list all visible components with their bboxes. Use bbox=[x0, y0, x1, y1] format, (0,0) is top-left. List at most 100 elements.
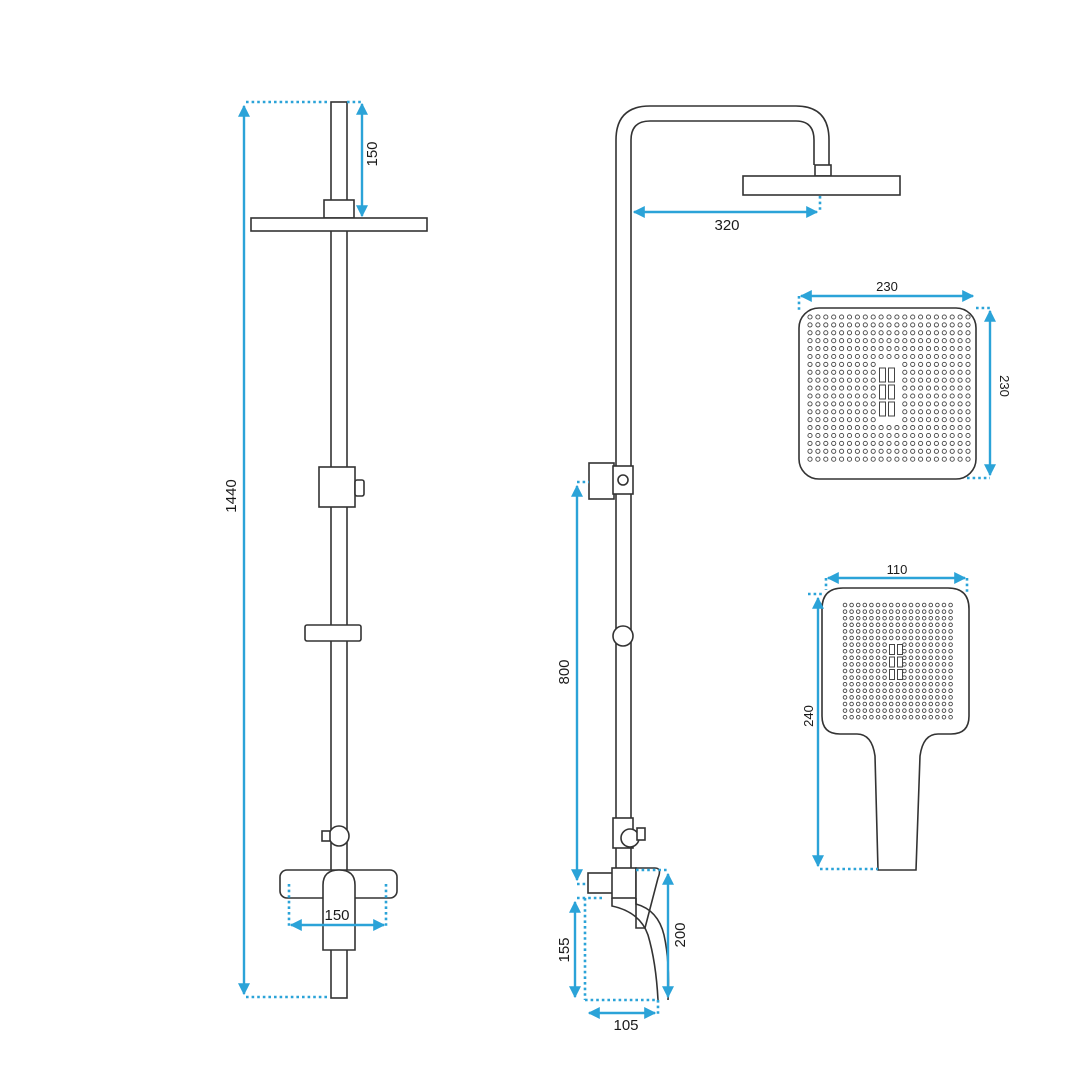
nozzle-hole bbox=[908, 648, 914, 654]
nozzle-hole bbox=[875, 635, 881, 641]
nozzle-hole bbox=[862, 609, 868, 614]
nozzle-hole bbox=[815, 393, 821, 399]
nozzle-hole bbox=[957, 417, 963, 423]
nozzle-hole bbox=[846, 393, 853, 399]
nozzle-hole bbox=[918, 385, 924, 391]
nozzle-hole bbox=[902, 425, 908, 431]
nozzle-hole bbox=[902, 635, 907, 641]
nozzle-hole bbox=[875, 655, 881, 661]
nozzle-hole bbox=[957, 425, 963, 431]
nozzle-hole bbox=[842, 695, 848, 700]
nozzle-hole bbox=[888, 695, 894, 700]
nozzle-hole bbox=[888, 609, 894, 614]
nozzle-hole bbox=[862, 377, 868, 383]
nozzle-slot bbox=[879, 367, 886, 383]
nozzle-hole bbox=[957, 393, 963, 399]
nozzle-hole bbox=[855, 681, 861, 687]
nozzle-hole bbox=[908, 602, 914, 608]
nozzle-hole bbox=[854, 432, 860, 439]
front-soap-dish bbox=[304, 624, 362, 642]
nozzle-hole bbox=[849, 668, 854, 674]
nozzle-hole bbox=[839, 448, 845, 454]
nozzle-hole bbox=[846, 314, 853, 320]
nozzle-hole bbox=[831, 432, 837, 439]
nozzle-hole bbox=[870, 314, 876, 320]
nozzle-hole bbox=[902, 681, 907, 687]
nozzle-hole bbox=[935, 609, 940, 614]
nozzle-hole bbox=[948, 662, 953, 667]
nozzle-hole bbox=[823, 322, 829, 328]
nozzle-hole bbox=[957, 338, 963, 344]
nozzle-hole bbox=[849, 609, 854, 614]
nozzle-hole bbox=[842, 655, 848, 661]
nozzle-hole bbox=[855, 668, 861, 674]
nozzle-hole bbox=[839, 393, 845, 399]
nozzle-hole bbox=[875, 695, 881, 700]
nozzle-hole bbox=[870, 369, 876, 375]
nozzle-slot bbox=[897, 656, 903, 668]
nozzle-slot bbox=[879, 384, 886, 400]
nozzle-hole bbox=[928, 635, 934, 641]
nozzle-hole bbox=[965, 393, 971, 399]
nozzle-slot bbox=[879, 401, 886, 417]
nozzle-hole bbox=[823, 409, 829, 415]
nozzle-hole bbox=[918, 401, 924, 407]
nozzle-hole bbox=[902, 448, 908, 454]
nozzle-hole bbox=[935, 648, 940, 654]
nozzle-hole bbox=[895, 602, 901, 608]
nozzle-hole bbox=[921, 609, 927, 614]
nozzle-hole bbox=[949, 361, 955, 367]
nozzle-hole bbox=[823, 393, 829, 399]
nozzle-hole bbox=[831, 440, 837, 446]
nozzle-hole bbox=[908, 708, 914, 713]
nozzle-hole bbox=[875, 622, 881, 628]
nozzle-hole bbox=[869, 708, 874, 713]
nozzle-hole bbox=[839, 377, 845, 383]
nozzle-hole bbox=[888, 615, 894, 621]
nozzle-hole bbox=[910, 322, 916, 328]
nozzle-hole bbox=[941, 622, 947, 628]
nozzle-hole bbox=[849, 622, 854, 628]
nozzle-hole bbox=[882, 655, 887, 661]
nozzle-hole bbox=[925, 409, 932, 415]
nozzle-hole bbox=[888, 708, 894, 713]
nozzle-hole bbox=[949, 377, 955, 383]
nozzle-hole bbox=[875, 701, 881, 707]
nozzle-hole bbox=[870, 425, 876, 431]
nozzle-hole bbox=[949, 353, 955, 360]
nozzle-hole bbox=[878, 346, 884, 352]
front-head-connector bbox=[323, 199, 355, 219]
nozzle-hole bbox=[908, 695, 914, 700]
nozzle-hole bbox=[862, 622, 868, 628]
nozzle-hole bbox=[965, 330, 971, 336]
nozzle-hole bbox=[902, 353, 908, 360]
nozzle-hole bbox=[915, 681, 920, 687]
nozzle-hole bbox=[854, 401, 860, 407]
nozzle-hole bbox=[870, 377, 876, 383]
nozzle-hole bbox=[815, 401, 821, 407]
front-overall-height-label: 1440 bbox=[223, 479, 240, 512]
nozzle-hole bbox=[935, 642, 940, 647]
nozzle-hole bbox=[925, 338, 932, 344]
nozzle-hole bbox=[886, 432, 892, 439]
nozzle-hole bbox=[910, 409, 916, 415]
nozzle-hole bbox=[815, 417, 821, 423]
nozzle-hole bbox=[888, 688, 894, 694]
nozzle-hole bbox=[862, 432, 868, 439]
nozzle-hole bbox=[807, 330, 813, 336]
nozzle-hole bbox=[823, 417, 829, 423]
nozzle-hole bbox=[842, 642, 848, 647]
nozzle-hole bbox=[915, 635, 920, 641]
nozzle-hole bbox=[928, 622, 934, 628]
nozzle-hole bbox=[862, 681, 868, 687]
nozzle-hole bbox=[849, 695, 854, 700]
nozzle-hole bbox=[831, 369, 837, 375]
nozzle-hole bbox=[862, 701, 868, 707]
nozzle-hole bbox=[894, 440, 900, 446]
nozzle-hole bbox=[807, 338, 813, 344]
nozzle-hole bbox=[933, 448, 939, 454]
nozzle-hole bbox=[870, 401, 876, 407]
nozzle-hole bbox=[862, 688, 868, 694]
nozzle-hole bbox=[933, 314, 939, 320]
nozzle-hole bbox=[846, 432, 853, 439]
